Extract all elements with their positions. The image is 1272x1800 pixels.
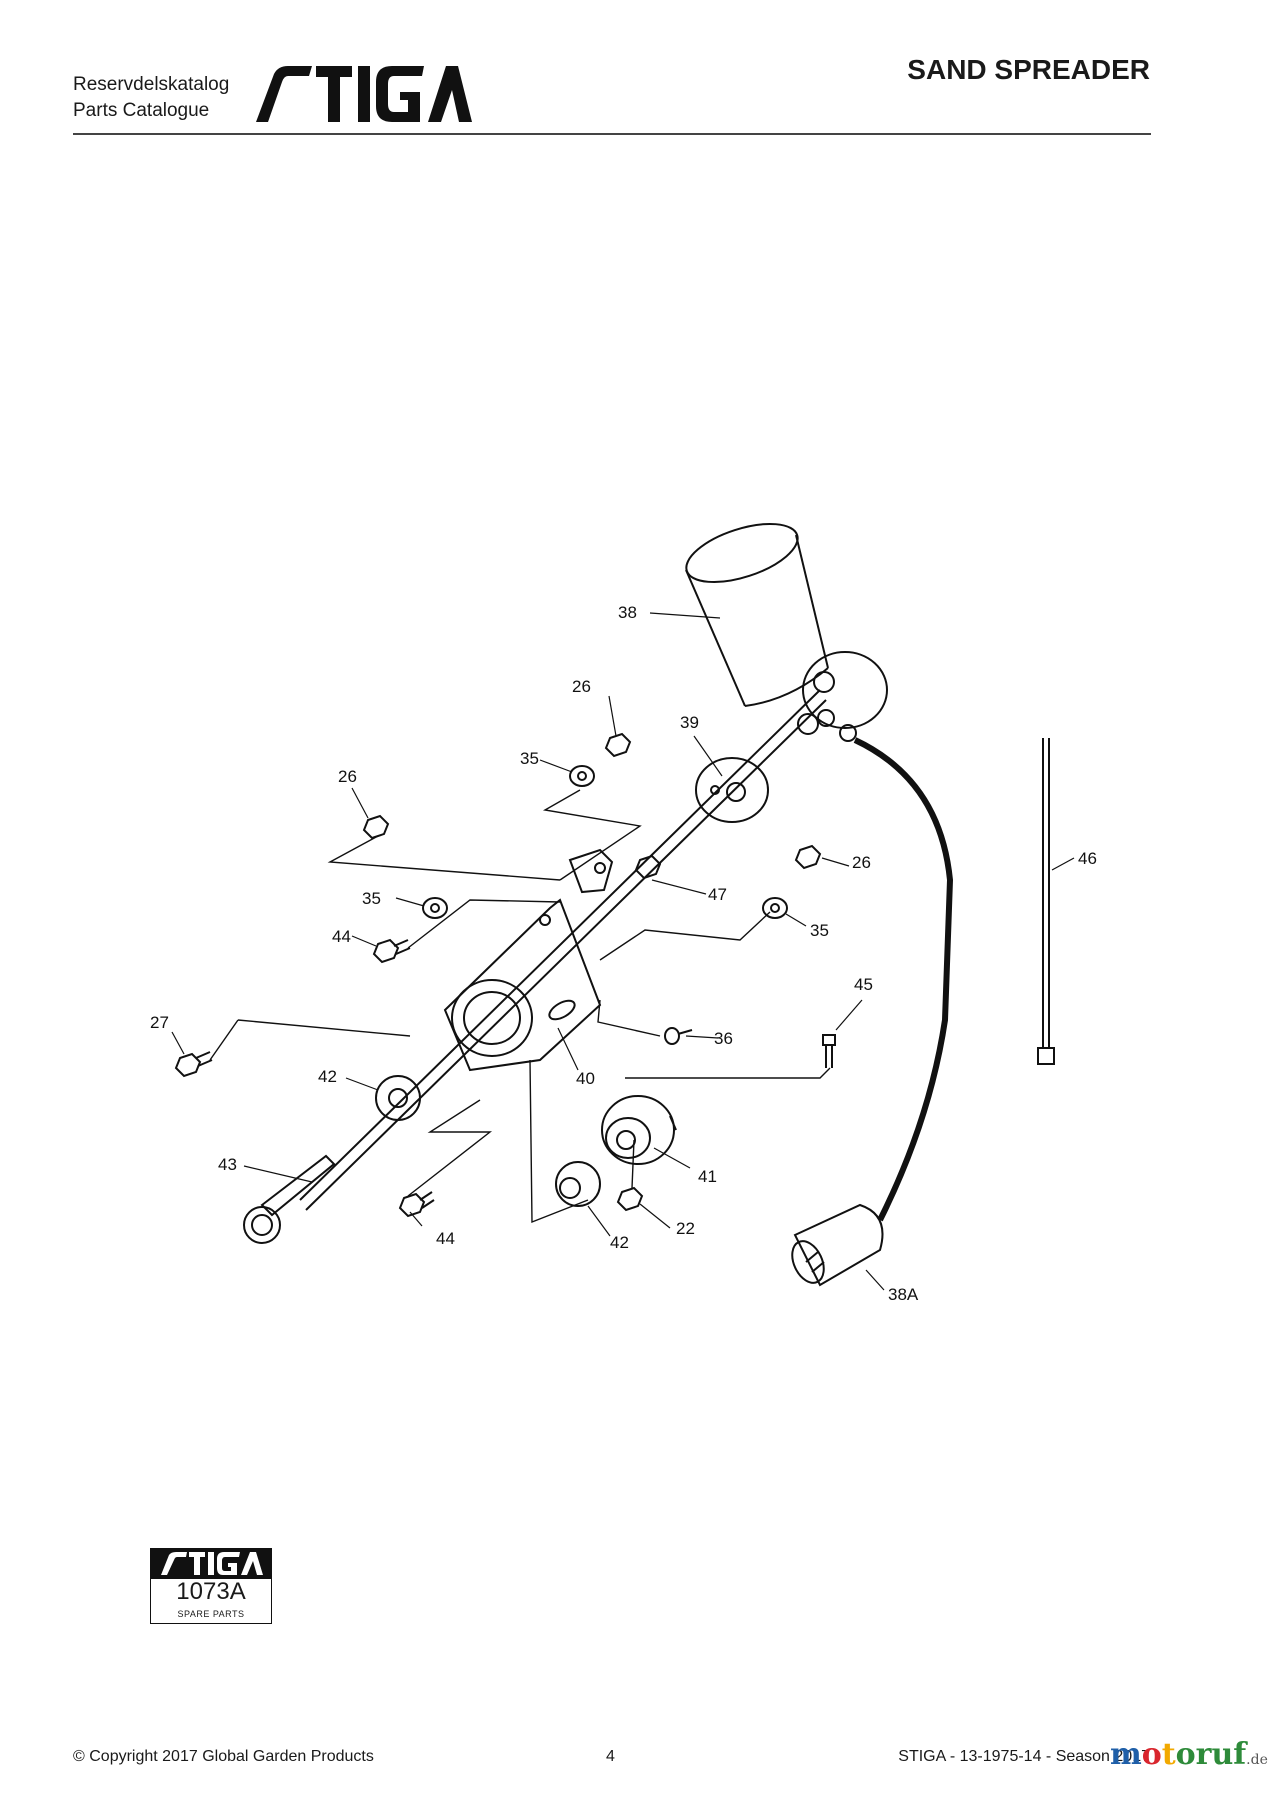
footer-reference: STIGA - 13-1975-14 - Season 2017 bbox=[898, 1748, 1150, 1765]
power-cable bbox=[853, 737, 954, 1222]
callout-39: 39 bbox=[680, 713, 699, 732]
footer-page-number: 4 bbox=[606, 1748, 615, 1765]
page-title: SAND SPREADER bbox=[907, 54, 1150, 85]
callout-42-bottom: 42 bbox=[610, 1233, 629, 1252]
motor-flange bbox=[802, 651, 888, 729]
callout-40: 40 bbox=[576, 1069, 595, 1088]
catalog-label-en: Parts Catalogue bbox=[73, 100, 210, 121]
callout-43: 43 bbox=[218, 1155, 237, 1174]
stiga-logo bbox=[256, 66, 472, 122]
callout-35-top: 35 bbox=[520, 749, 539, 768]
callout-42-left: 42 bbox=[318, 1067, 337, 1086]
callout-26-top: 26 bbox=[572, 677, 591, 696]
motor-38 bbox=[685, 522, 829, 707]
bearing-housing bbox=[451, 979, 533, 1057]
badge-logo bbox=[151, 1549, 271, 1579]
callout-44-upper: 44 bbox=[332, 927, 351, 946]
callout-38: 38 bbox=[618, 603, 637, 622]
badge-subtitle: SPARE PARTS bbox=[177, 1609, 245, 1619]
header-divider bbox=[73, 133, 1151, 135]
catalog-label-sv: Reservdelskatalog bbox=[73, 74, 230, 95]
callout-26-left: 26 bbox=[338, 767, 357, 786]
disc-39 bbox=[695, 757, 769, 823]
pin-46 bbox=[1037, 738, 1055, 1065]
footer-copyright: © Copyright 2017 Global Garden Products bbox=[73, 1748, 374, 1765]
badge-code: 1073A bbox=[176, 1578, 246, 1605]
callout-44-lower: 44 bbox=[436, 1229, 455, 1248]
callout-36: 36 bbox=[714, 1029, 733, 1048]
callout-22: 22 bbox=[676, 1219, 695, 1238]
catalog-label: Reservdelskatalog Parts Catalogue bbox=[73, 72, 229, 124]
callout-35-left: 35 bbox=[362, 889, 381, 908]
callout-35-right: 35 bbox=[810, 921, 829, 940]
watermark-logo: motoruf.de bbox=[1110, 1737, 1268, 1772]
callout-27: 27 bbox=[150, 1013, 169, 1032]
callout-47: 47 bbox=[708, 885, 727, 904]
plug-38a bbox=[791, 1203, 884, 1287]
callout-41: 41 bbox=[698, 1167, 717, 1186]
callout-45: 45 bbox=[854, 975, 873, 994]
bracket-40 bbox=[443, 898, 602, 1072]
callout-38a: 38A bbox=[888, 1285, 919, 1304]
spare-parts-badge: 1073A SPARE PARTS bbox=[150, 1548, 272, 1624]
callout-46: 46 bbox=[1078, 849, 1097, 868]
callout-26-right: 26 bbox=[852, 853, 871, 872]
